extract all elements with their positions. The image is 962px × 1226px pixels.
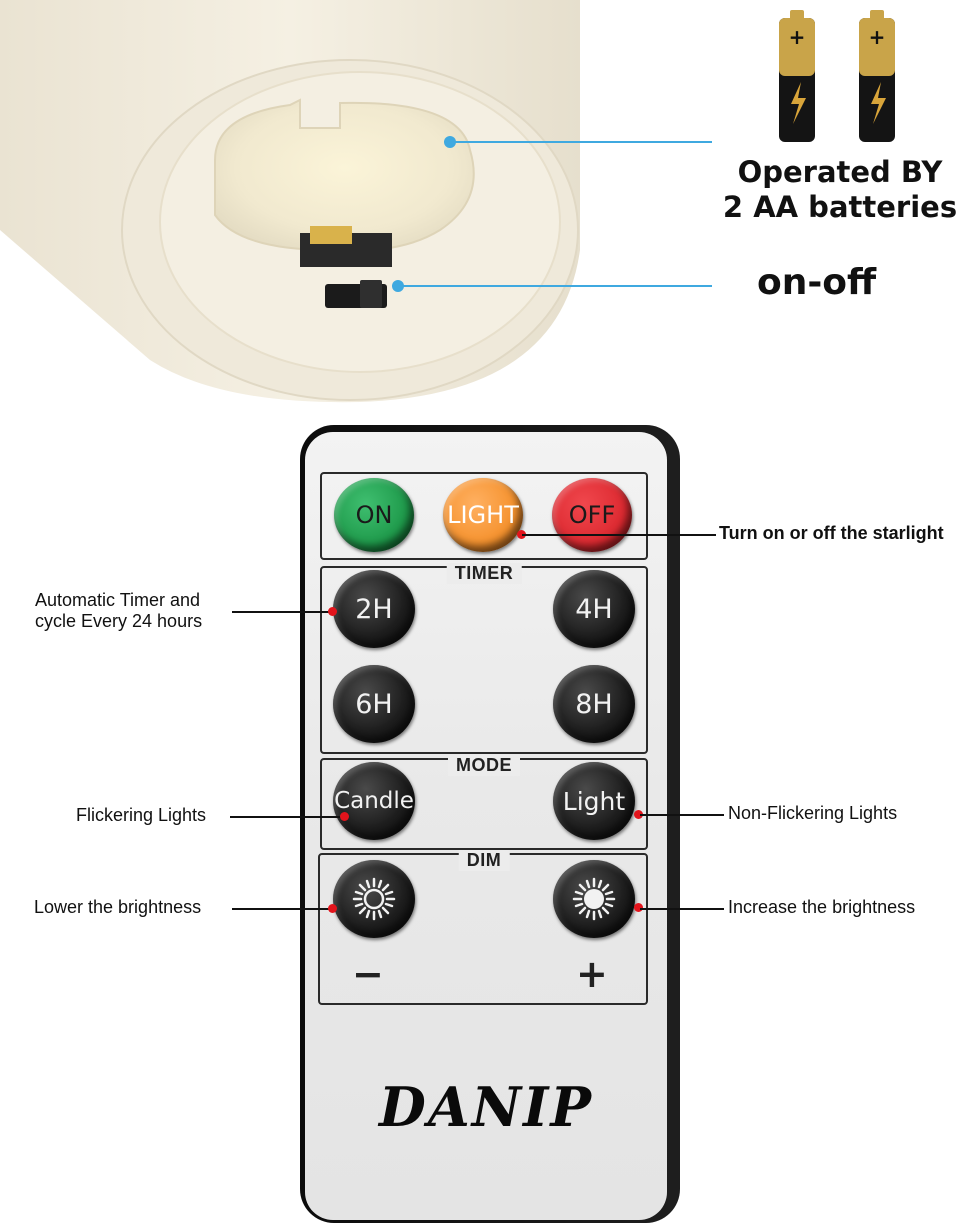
battery-label-line-2: 2 AA batteries [722, 190, 958, 224]
timer-6h-button[interactable]: 6H [333, 665, 415, 743]
callout-line [640, 908, 724, 910]
switch-pointer-dot [392, 280, 404, 292]
callout-dot [634, 810, 643, 819]
sun-outline-icon [352, 877, 396, 921]
timer-callout: Automatic Timer and cycle Every 24 hours [35, 590, 202, 632]
callout-line [522, 534, 716, 536]
callout-line [640, 814, 724, 816]
dim-title: DIM [458, 850, 510, 871]
callout-dot [328, 607, 337, 616]
svg-text:+: + [789, 25, 806, 49]
callout-dot [328, 904, 337, 913]
flickering-callout: Flickering Lights [76, 805, 207, 825]
dim-up-button[interactable] [553, 860, 635, 938]
timer-4h-button[interactable]: 4H [553, 570, 635, 648]
timer-2h-button[interactable]: 2H [333, 570, 415, 648]
timer-callout-line-2: cycle Every 24 hours [35, 611, 203, 631]
callout-dot [517, 530, 526, 539]
aa-battery-icon: + [859, 10, 895, 142]
non-flickering-callout: Non-Flickering Lights [728, 803, 898, 823]
callout-line [232, 908, 332, 910]
increase-brightness-callout: Increase the brightness [728, 897, 916, 917]
lower-brightness-callout: Lower the brightness [34, 897, 202, 917]
plus-label: + [576, 952, 608, 996]
callout-dot [634, 903, 643, 912]
callout-dot [340, 812, 349, 821]
off-button[interactable]: OFF [552, 478, 632, 552]
timer-title: TIMER [446, 563, 522, 584]
candle-bottom-illustration: + + [0, 0, 895, 403]
dim-down-button[interactable] [333, 860, 415, 938]
starlight-callout: Turn on or off the starlight [719, 523, 944, 543]
light-mode-button[interactable]: Light [553, 762, 635, 840]
light-button[interactable]: LIGHT [443, 478, 523, 552]
aa-battery-icon: + [779, 10, 815, 142]
switch-label: on-off [757, 262, 877, 303]
callout-line [230, 816, 342, 818]
brand-logo: DANIP [379, 1075, 593, 1139]
battery-pointer-dot [444, 136, 456, 148]
callout-line [232, 611, 332, 613]
minus-label: − [352, 952, 384, 996]
timer-callout-line-1: Automatic Timer and [35, 590, 201, 610]
timer-8h-button[interactable]: 8H [553, 665, 635, 743]
mode-title: MODE [448, 755, 520, 776]
power-button-group [320, 472, 648, 560]
on-button[interactable]: ON [334, 478, 414, 552]
battery-label: Operated BY 2 AA batteries [720, 155, 960, 225]
candle-mode-button[interactable]: Candle [333, 762, 415, 840]
sun-filled-icon [572, 877, 616, 921]
svg-text:+: + [869, 25, 886, 49]
battery-label-line-1: Operated BY [737, 155, 943, 189]
